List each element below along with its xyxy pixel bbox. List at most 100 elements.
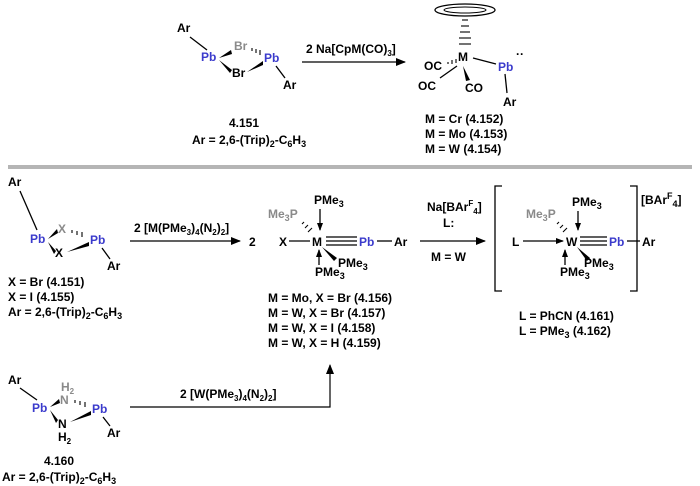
hashed-bond [459,19,471,45]
reaction-arrow-1: 2 [M(PMe3)4(N2)2] [130,221,241,245]
ar-definition: Ar = 2,6-(Trip)2-C6H3 [8,305,122,321]
ligand-pme3: PMe3 [572,195,602,211]
atom-ar: Ar [177,21,191,35]
bond [504,73,508,94]
ligand-oc: OC [424,59,442,73]
bottom-starting-material: Ar Pb X X Pb Ar X = Br (4.151) X = I (4.… [8,175,122,321]
wedge-bond [48,229,58,239]
condition-label: M = W [431,250,467,264]
top-product: M OC OC CO Pb ·· Ar M = Cr (4.152) M = M… [418,3,524,156]
intermediate-complex: 2 Me3P PMe3 X M Pb Ar PMe3 PMe3 M = Mo, … [249,193,408,350]
wedge-bond [67,242,89,252]
atom-x: X [58,222,66,236]
ligand-pme3: PMe3 [338,256,368,272]
ligand-co: CO [465,81,483,95]
product-label: M = W (4.154) [425,142,501,156]
atom-ar: Ar [283,78,297,92]
reagent-label: Na[BArF4] [427,199,482,216]
coefficient: 2 [249,235,256,249]
atom-x: X [55,246,63,260]
reagent-label: 2 Na[CpM(CO)3] [306,42,396,58]
wedge-bond [219,60,232,73]
atom-ar: Ar [503,95,517,109]
compound-label: M = W, X = I (4.158) [268,321,375,335]
reaction-arrow-3: 2 [W(PMe3)4(N2)2] [130,364,334,408]
wedge-bond [50,399,60,407]
hashed-bond [74,400,86,407]
wedge-bond [577,247,590,261]
product-label: M = Cr (4.152) [425,112,503,126]
atom-m: M [458,50,468,64]
atom-w: W [566,235,578,249]
hashed-bond [301,221,313,233]
product-label: M = Mo (4.153) [425,127,507,141]
atom-n: N [60,393,69,407]
hashed-bond [251,48,261,55]
lone-pair: ·· [516,47,524,61]
ligand-pme3: PMe3 [315,265,345,281]
ligand-oc: OC [418,79,436,93]
atom-ar: Ar [642,235,656,249]
atom-pb: Pb [90,233,105,247]
bond [275,65,286,79]
atom-pb: Pb [359,235,374,249]
compound-label: M = W, X = H (4.159) [268,336,381,350]
wedge-bond [70,411,91,422]
ring-circle [443,6,487,14]
atom-l: L [512,235,519,249]
bond [19,190,38,231]
atom-br: Br [232,66,246,80]
ligand-pme3: PMe3 [584,256,614,272]
wedge-bond [322,247,337,261]
atom-pb: Pb [609,235,624,249]
triple-bond [326,236,357,246]
hashed-bond [447,59,457,64]
ar-definition: Ar = 2,6-(Trip)2-C6H3 [2,470,116,486]
wedge-bond [219,50,232,58]
reagent-label: 2 [M(PMe3)4(N2)2] [134,221,229,237]
counter-anion: [BArF4] [641,191,682,209]
wedge-bond [50,410,58,423]
atom-ar: Ar [394,235,408,249]
bracket-left [494,185,502,292]
wedge-bond [247,61,263,72]
hashed-bond [71,230,83,237]
ar-definition: Ar = 2,6-(Trip)2-C6H3 [192,133,306,149]
atom-pb: Pb [264,51,279,65]
top-starting-material: Ar Pb Br Br Pb Ar 4.151 Ar = 2,6-(Trip)2… [177,21,306,149]
reagent-label: 2 [W(PMe3)4(N2)2] [180,387,276,403]
atom-pb: Pb [92,402,107,416]
atom-h2: H2 [58,430,72,446]
top-reaction-arrow: 2 Na[CpM(CO)3] [302,42,406,66]
product-label: L = PMe3 (4.162) [519,324,611,340]
reaction-arrow-2: Na[BArF4] L: M = W [420,199,486,264]
ligand-pme3: PMe3 [314,193,344,209]
cyclopentadienyl-ring [434,3,496,17]
atom-n: N [58,417,67,431]
compound-label: X = I (4.155) [8,290,74,304]
atom-m: M [312,235,322,249]
compound-id: 4.151 [229,116,259,130]
wedge-bond [463,66,470,81]
compound-label: M = W, X = Br (4.157) [268,306,385,320]
reagent-label: L: [443,216,454,230]
triple-bond [580,236,607,246]
atom-ar: Ar [8,175,22,189]
cationic-product: [BArF4] Me3P PMe3 L W Pb Ar PMe3 PMe3 L … [494,185,682,340]
bond [19,387,38,401]
product-label: L = PhCN (4.161) [519,309,614,323]
wedge-bond [48,242,56,254]
atom-pb: Pb [498,60,513,74]
bond [472,57,497,65]
bond [189,36,208,51]
atom-pb: Pb [201,50,216,64]
atom-x: X [279,235,287,249]
atom-h2: H2 [61,380,75,396]
compound-label: X = Br (4.151) [8,275,84,289]
atom-ar: Ar [107,259,121,273]
atom-ar: Ar [8,373,22,387]
bracket-right [630,185,638,292]
ligand-pme3: PMe3 [560,265,590,281]
bond [102,416,111,427]
